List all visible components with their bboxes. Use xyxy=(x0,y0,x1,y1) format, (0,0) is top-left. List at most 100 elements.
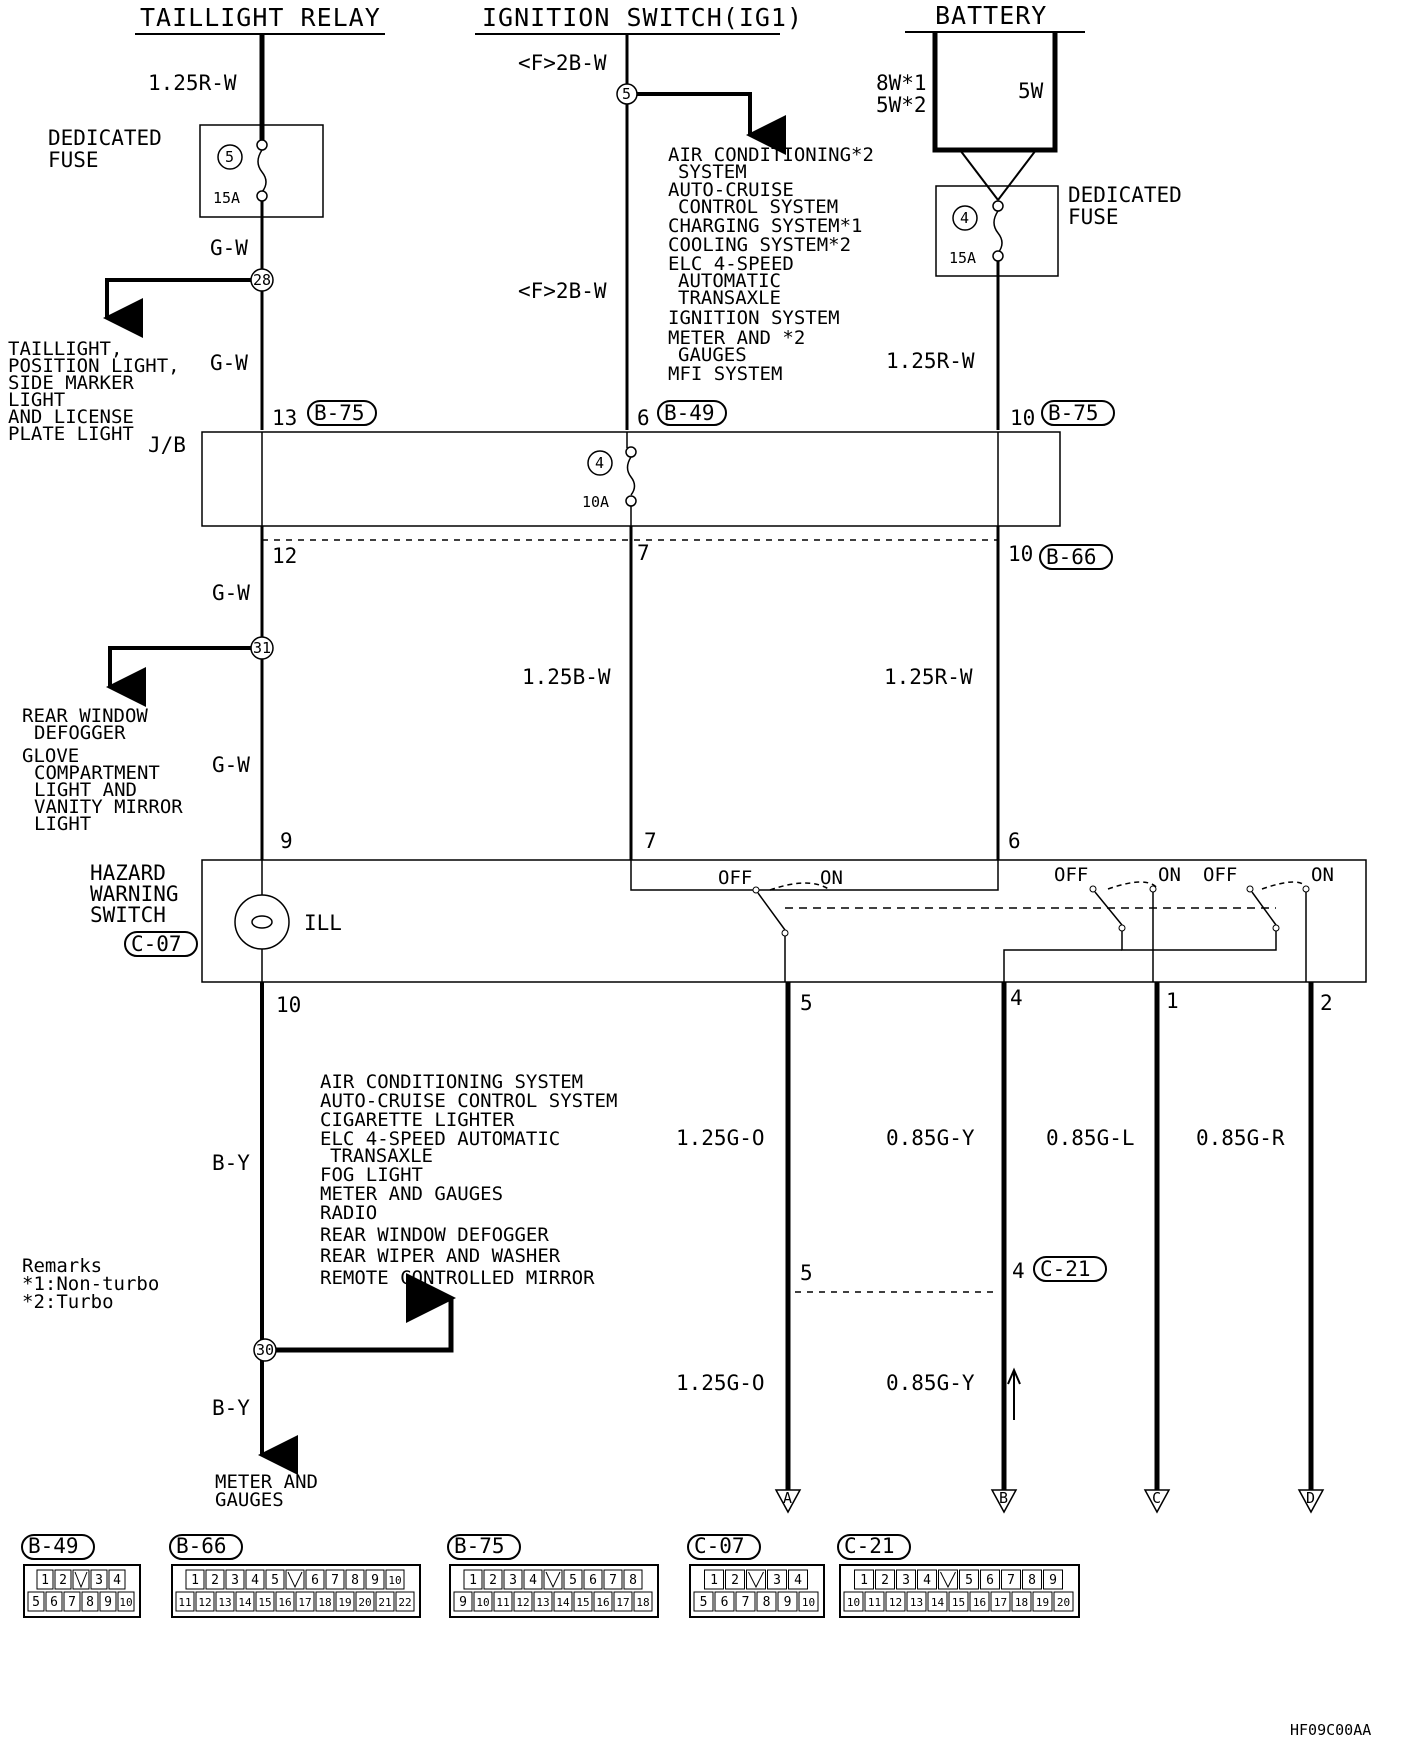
defog-systems: REAR WINDOW DEFOGGER GLOVE COMPARTMENT L… xyxy=(22,705,183,835)
pin-number: 4 xyxy=(794,1573,802,1588)
pin-cell xyxy=(980,1569,1000,1590)
pin-cell xyxy=(613,1591,633,1612)
svg-text:2: 2 xyxy=(1320,991,1333,1015)
svg-text:6: 6 xyxy=(637,406,650,430)
pin-number: 3 xyxy=(231,1573,239,1588)
pin-number: 9 xyxy=(459,1595,467,1610)
pin-cell xyxy=(756,1591,777,1612)
pin-cell xyxy=(345,1569,365,1590)
pin-number: 1 xyxy=(860,1573,868,1588)
svg-text:TRANSAXLE: TRANSAXLE xyxy=(678,287,781,309)
connector-ref-c07: C-07 xyxy=(124,931,198,957)
wire-label: 0.85G-R xyxy=(1196,1126,1285,1150)
hazard-warning-switch: HAZARD WARNING SWITCH C-07 ILL OFF ON OF… xyxy=(90,859,1367,1017)
pin-cell xyxy=(885,1591,906,1612)
pin-number: 3 xyxy=(773,1573,781,1588)
wire-label: G-W xyxy=(210,236,248,260)
pin-cell xyxy=(767,1569,787,1590)
pin-cell xyxy=(355,1591,375,1612)
svg-text:GAUGES: GAUGES xyxy=(215,1489,284,1511)
pin-cell xyxy=(990,1591,1011,1612)
pin-cell xyxy=(325,1569,345,1590)
svg-text:TAILLIGHT RELAY: TAILLIGHT RELAY xyxy=(140,3,381,32)
svg-text:METER AND GAUGES: METER AND GAUGES xyxy=(320,1183,503,1205)
pin-number: 14 xyxy=(556,1596,570,1609)
svg-text:D: D xyxy=(1306,1489,1315,1507)
pin-number: 3 xyxy=(509,1573,517,1588)
pin-number: 1 xyxy=(710,1573,718,1588)
pin-number: 2 xyxy=(59,1573,67,1588)
wire-label: 0.85G-Y xyxy=(886,1126,975,1150)
svg-text:REAR WIPER AND WASHER: REAR WIPER AND WASHER xyxy=(320,1245,561,1267)
pin-number: 8 xyxy=(1028,1573,1036,1588)
svg-text:LIGHT AND: LIGHT AND xyxy=(34,779,137,801)
pin-number: 5 xyxy=(700,1595,708,1610)
pin-cell xyxy=(735,1591,756,1612)
pin-cell xyxy=(375,1591,395,1612)
pin-cell xyxy=(305,1569,325,1590)
pin-number: 18 xyxy=(636,1596,649,1609)
wire-label: 0.85G-Y xyxy=(886,1371,975,1395)
pinout-name: C-21 xyxy=(844,1534,895,1558)
svg-text:CIGARETTE LIGHTER: CIGARETTE LIGHTER xyxy=(320,1109,515,1131)
key-notch xyxy=(74,1571,88,1589)
pin-cell xyxy=(215,1591,235,1612)
pin-number: 19 xyxy=(1036,1596,1049,1609)
pin-number: 1 xyxy=(41,1573,49,1588)
pin-cell xyxy=(864,1591,885,1612)
pin-number: 2 xyxy=(881,1573,889,1588)
svg-text:13: 13 xyxy=(272,406,297,430)
svg-text:B-75: B-75 xyxy=(1048,401,1099,425)
figure-code: HF09C00AA xyxy=(1290,1721,1371,1739)
pinout-name: B-66 xyxy=(176,1534,227,1558)
pin-number: 16 xyxy=(596,1596,609,1609)
ignition-circuit: <F>2B-W 5 <F>2B-W AIR CONDITIONING*2 SYS… xyxy=(518,34,874,430)
svg-text:AUTOMATIC: AUTOMATIC xyxy=(678,270,781,292)
svg-text:RADIO: RADIO xyxy=(320,1202,377,1224)
pin-number: 7 xyxy=(331,1573,339,1588)
pin-cell xyxy=(917,1569,937,1590)
svg-text:J/B: J/B xyxy=(148,433,186,457)
svg-text:B: B xyxy=(999,1489,1008,1507)
pin-cell xyxy=(746,1569,766,1590)
pin-number: 6 xyxy=(986,1573,994,1588)
svg-text:1: 1 xyxy=(1166,989,1179,1013)
junction-block: J/B 4 10A 13 B-75 6 B-49 10 B-75 12 7 10… xyxy=(148,400,1115,570)
terminal-b: B xyxy=(990,1489,1018,1514)
pin-number: 9 xyxy=(1049,1573,1057,1588)
svg-text:TAILLIGHT,: TAILLIGHT, xyxy=(8,338,122,360)
terminal-d: D xyxy=(1297,1489,1325,1514)
pin-number: 6 xyxy=(311,1573,319,1588)
pin-number: 6 xyxy=(589,1573,597,1588)
svg-text:B-75: B-75 xyxy=(314,401,365,425)
pin-cell xyxy=(777,1591,798,1612)
svg-text:6: 6 xyxy=(1008,829,1021,853)
pin-number: 12 xyxy=(516,1596,529,1609)
svg-text:GAUGES: GAUGES xyxy=(678,344,747,366)
connector-ref-b66: B-66 xyxy=(1039,544,1113,570)
mid-wiring: G-W 31 G-W REAR WINDOW DEFOGGER GLOVE CO… xyxy=(22,526,1021,860)
pin-number: 18 xyxy=(1015,1596,1028,1609)
key-notch xyxy=(940,1571,956,1589)
pinout-name: B-75 xyxy=(454,1534,505,1558)
bottom-systems: AIR CONDITIONING SYSTEM AUTO-CRUISE CONT… xyxy=(320,1071,617,1289)
terminal-c: C xyxy=(1143,1489,1171,1514)
pin-number: 11 xyxy=(496,1596,509,1609)
connector-ref-b75: B-75 xyxy=(1041,400,1115,426)
svg-text:REAR WINDOW: REAR WINDOW xyxy=(22,705,148,727)
ignition-systems: AIR CONDITIONING*2 SYSTEM AUTO-CRUISE CO… xyxy=(668,144,874,385)
pin-cell xyxy=(573,1591,593,1612)
pin-cell xyxy=(1022,1569,1042,1590)
svg-text:SWITCH: SWITCH xyxy=(90,903,166,927)
wire-label: 1.25R-W xyxy=(886,349,975,373)
svg-text:B-49: B-49 xyxy=(664,401,715,425)
svg-text:COOLING SYSTEM*2: COOLING SYSTEM*2 xyxy=(668,234,851,256)
svg-text:*2:Turbo: *2:Turbo xyxy=(22,1291,114,1313)
pin-cell xyxy=(1043,1569,1063,1590)
svg-text:REAR WINDOW DEFOGGER: REAR WINDOW DEFOGGER xyxy=(320,1224,549,1246)
svg-text:*1:Non-turbo: *1:Non-turbo xyxy=(22,1273,159,1295)
svg-text:LIGHT: LIGHT xyxy=(34,813,91,835)
pin-number: 8 xyxy=(86,1595,94,1610)
pin-cell xyxy=(81,1591,99,1612)
